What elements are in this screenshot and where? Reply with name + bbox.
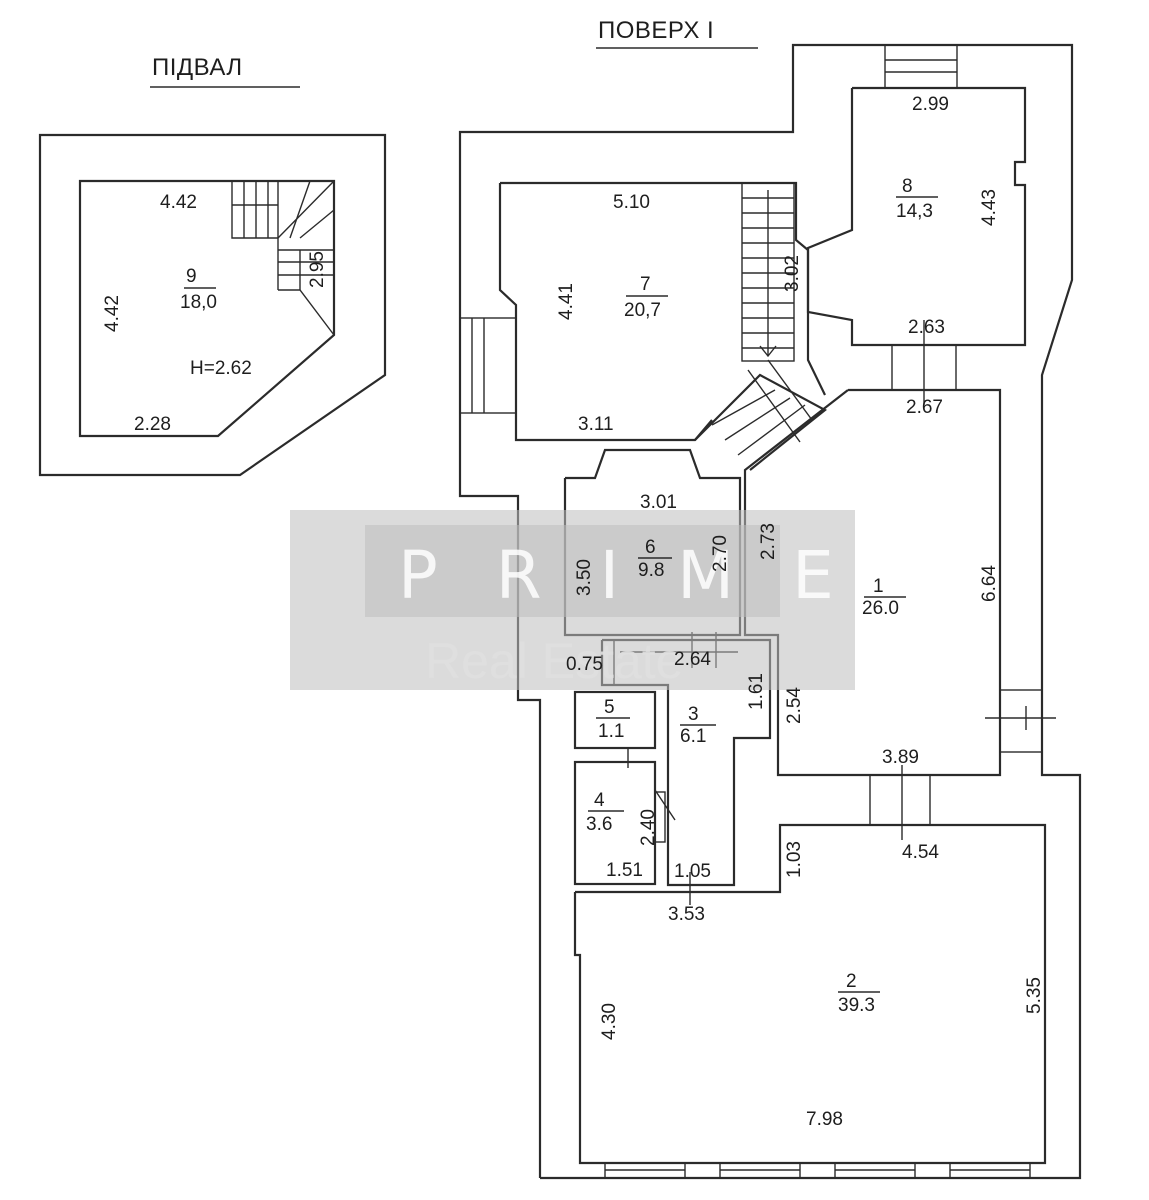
room-3-dim-top: 2.64 bbox=[674, 649, 711, 670]
room-8-dim-top: 2.99 bbox=[912, 94, 949, 115]
room-8-area: 14,3 bbox=[896, 201, 933, 222]
room-3-dim-right: 1.61 bbox=[746, 673, 767, 710]
room-7-dim-bottom: 3.11 bbox=[578, 414, 614, 435]
room-2-dim-right: 5.35 bbox=[1024, 977, 1045, 1014]
room-2-number: 2 bbox=[846, 971, 857, 992]
room-5-wall bbox=[573, 690, 657, 750]
room-2-dim-bottom: 7.98 bbox=[806, 1109, 843, 1130]
basement-dim-left: 4.42 bbox=[102, 295, 123, 332]
watermark: PRIME Real Estate bbox=[290, 510, 892, 690]
top-window bbox=[884, 44, 958, 89]
room-6-dim-right: 2.70 bbox=[710, 535, 731, 572]
basement-dim-top: 4.42 bbox=[160, 192, 197, 213]
room-2-dim-top: 4.54 bbox=[902, 842, 939, 863]
room-1-number: 1 bbox=[873, 576, 884, 597]
room-1-wall bbox=[743, 388, 1002, 777]
room-2-area: 39.3 bbox=[838, 995, 875, 1016]
room-1-dim-top: 2.67 bbox=[906, 397, 943, 418]
room-4-number: 4 bbox=[594, 790, 605, 811]
room-6-dim-left: 3.50 bbox=[574, 559, 595, 596]
room-5-number: 5 bbox=[604, 697, 615, 718]
room-8-wall bbox=[806, 86, 1027, 347]
room-2-dim-notch: 3.53 bbox=[668, 904, 705, 925]
basement-outer-wall bbox=[38, 133, 387, 477]
room-6-number: 6 bbox=[645, 537, 656, 558]
basement-plan: 4.42 4.42 2.95 2.28 9 18,0 H=2.62 bbox=[38, 133, 387, 477]
room-1-dim-lower-left: 2.54 bbox=[784, 687, 805, 724]
basement-inner-wall bbox=[78, 179, 336, 438]
room-2-doorway bbox=[869, 765, 931, 840]
room-2-dim-left: 4.30 bbox=[599, 1003, 620, 1040]
bottom-windows bbox=[604, 1162, 1031, 1179]
room-7-wall bbox=[500, 181, 826, 396]
room-5-dim-side: 0.75 bbox=[566, 654, 603, 675]
room-6-dim-top: 3.01 bbox=[640, 492, 677, 513]
basement-stairs bbox=[231, 180, 335, 336]
right-door bbox=[985, 689, 1056, 753]
left-steps bbox=[459, 317, 517, 414]
room-7-dim-top: 5.10 bbox=[613, 192, 650, 213]
room-7-area: 20,7 bbox=[624, 300, 661, 321]
watermark-sub: Real Estate bbox=[425, 633, 683, 689]
room-7-dim-stairs: 3.02 bbox=[782, 255, 803, 292]
room-9-number: 9 bbox=[186, 266, 197, 287]
room-1-dim-left: 2.73 bbox=[758, 523, 779, 560]
room-3-area: 6.1 bbox=[680, 726, 706, 747]
room-2-wall bbox=[573, 823, 1047, 1165]
room-3-number: 3 bbox=[688, 704, 699, 725]
basement-height: H=2.62 bbox=[190, 358, 252, 379]
basement-dim-stair: 2.95 bbox=[307, 251, 328, 288]
room-1-dim-right: 6.64 bbox=[979, 565, 1000, 602]
room-7-number: 7 bbox=[640, 274, 651, 295]
room-4-area: 3.6 bbox=[586, 814, 612, 835]
room-3-dim-bottom: 1.05 bbox=[674, 861, 711, 882]
room-9-area: 18,0 bbox=[180, 292, 217, 313]
room-1-dim-bottom: 3.89 bbox=[882, 747, 919, 768]
room-6-area: 9.8 bbox=[638, 560, 664, 581]
room-8-dim-bottom: 2.63 bbox=[908, 317, 945, 338]
watermark-brand: PRIME bbox=[398, 537, 892, 614]
room-5-area: 1.1 bbox=[598, 721, 624, 742]
room-7-dim-left: 4.41 bbox=[556, 283, 577, 320]
room-1-area: 26.0 bbox=[862, 598, 899, 619]
room-4-dim-right: 2.40 bbox=[638, 809, 659, 846]
floor-title: ПОВЕРХ І bbox=[598, 17, 714, 44]
room-4-dim-bottom: 1.51 bbox=[606, 860, 643, 881]
diagonal-passage bbox=[694, 359, 827, 471]
room-2-dim-upper-left: 1.03 bbox=[784, 841, 805, 878]
room-8-number: 8 bbox=[902, 176, 913, 197]
basement-title: ПІДВАЛ bbox=[152, 54, 243, 81]
room-8-dim-right: 4.43 bbox=[979, 189, 1000, 226]
basement-dim-bottom: 2.28 bbox=[134, 414, 171, 435]
